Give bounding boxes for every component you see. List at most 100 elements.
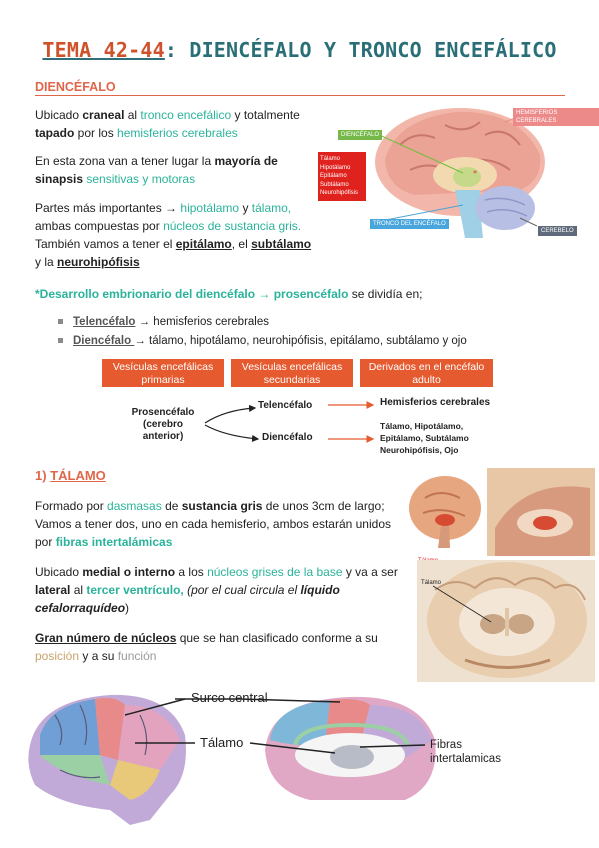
text-highlight: dasmasas bbox=[107, 499, 162, 513]
paragraph-formation: Formado por dasmasas de sustancia gris d… bbox=[35, 497, 391, 551]
text: En esta zona van a tener lugar la bbox=[35, 154, 215, 168]
label-tronco: TRONCO DEL ENCÉFALO bbox=[370, 219, 449, 229]
text-highlight: núcleos grises de la base bbox=[207, 565, 343, 579]
text: por los bbox=[74, 126, 118, 140]
bullet-term: Telencéfalo bbox=[73, 316, 136, 328]
text-bold-underline: epitálamo bbox=[175, 237, 232, 251]
text-bold: sinapsis bbox=[35, 172, 84, 186]
title-topic-name: : DIENCÉFALO Y TRONCO ENCEFÁLICO bbox=[164, 38, 557, 62]
text: (cerebro anterior) bbox=[142, 419, 184, 442]
text: intertalamicas bbox=[430, 753, 501, 765]
text: Partes más importantes → bbox=[35, 201, 181, 215]
text-bold: mayoría de bbox=[214, 154, 278, 168]
paragraph-location: Ubicado craneal al tronco encefálico y t… bbox=[35, 106, 300, 142]
thalamus-coronal-illustration bbox=[417, 560, 595, 682]
text-highlight: tronco encefálico bbox=[140, 108, 232, 122]
text: ) bbox=[125, 601, 130, 615]
label-cerebelo: CEREBELO bbox=[538, 226, 577, 236]
text: También vamos a tener el bbox=[35, 237, 176, 251]
text-bold-underline: neurohipófisis bbox=[57, 255, 140, 269]
paragraph-position: Ubicado medial o interno a los núcleos g… bbox=[35, 563, 398, 617]
text: primarias bbox=[141, 374, 185, 386]
text: a los bbox=[175, 565, 208, 579]
embryo-diencefalo: Diencéfalo bbox=[262, 432, 313, 443]
text: y bbox=[239, 201, 252, 215]
text: Formado por bbox=[35, 499, 108, 513]
list-item: Diencéfalo → tálamo, hipotálamo, neurohi… bbox=[58, 332, 467, 351]
text: adulto bbox=[412, 374, 441, 386]
label-hemisferios: HEMISFERIOS CEREBRALES bbox=[513, 108, 599, 126]
paragraph-nuclei: Gran número de núcleos que se han clasif… bbox=[35, 629, 378, 665]
text-highlight: sensitivas y motoras bbox=[83, 172, 196, 186]
text-bold: sustancia gris bbox=[181, 499, 263, 513]
text: por bbox=[35, 535, 56, 549]
section-heading-talamo: 1) TÁLAMO bbox=[35, 468, 106, 483]
svg-text:*: * bbox=[473, 169, 477, 178]
paragraph-parts: Partes más importantes → hipotálamo y tá… bbox=[35, 199, 311, 271]
text: Vamos a tener dos, uno en cada hemisferi… bbox=[35, 517, 391, 531]
text: que se han clasificado conforme a su bbox=[176, 631, 378, 645]
text: se dividía en; bbox=[348, 287, 423, 301]
text: y la bbox=[35, 255, 58, 269]
text-highlight: hipotálamo bbox=[180, 201, 240, 215]
text: , el bbox=[231, 237, 252, 251]
text-highlight: tálamo, bbox=[251, 201, 292, 215]
text: de unos 3cm de largo; bbox=[262, 499, 385, 513]
text: Vesículas encefálicas bbox=[112, 361, 214, 373]
bullet-text: → hemisferios cerebrales bbox=[135, 316, 269, 328]
paragraph-synapses: En esta zona van a tener lugar la mayorí… bbox=[35, 152, 278, 188]
section-heading-diencefalo: DIENCÉFALO bbox=[35, 80, 565, 96]
embryo-hemisferios: Hemisferios cerebrales bbox=[380, 397, 491, 408]
text-bold-underline: subtálamo bbox=[251, 237, 312, 251]
text-bold-underline: Gran número de núcleos bbox=[35, 631, 177, 645]
text-highlight: posición bbox=[35, 649, 80, 663]
text: ambas compuestas por bbox=[35, 219, 164, 233]
label-surco-central: Surco central bbox=[191, 690, 268, 705]
text-highlight: tercer ventrículo, bbox=[86, 583, 184, 597]
text-highlight: función bbox=[117, 649, 157, 663]
text-italic: (por el cual circula el bbox=[183, 583, 301, 597]
bullet-square-icon bbox=[58, 319, 63, 325]
text-highlight: fibras intertalámicas bbox=[55, 535, 173, 549]
bullet-list: Telencéfalo → hemisferios cerebrales Die… bbox=[58, 313, 467, 351]
text-bold-italic: líquido bbox=[300, 583, 340, 597]
text: al bbox=[70, 583, 87, 597]
brain-lateral-medial-illustration bbox=[28, 694, 436, 825]
text: Ubicado bbox=[35, 108, 83, 122]
text: Epitálamo bbox=[320, 173, 347, 179]
label-talamo-bottom: Tálamo bbox=[200, 735, 244, 750]
text: Subtálamo bbox=[320, 181, 349, 188]
text: secundarias bbox=[263, 374, 321, 386]
text-bold: lateral bbox=[35, 583, 71, 597]
text: Tálamo, Hipotálamo, bbox=[380, 421, 464, 431]
text: Hipotálamo bbox=[320, 164, 351, 171]
text: Derivados en el encéfalo bbox=[368, 361, 485, 373]
text: y a su bbox=[79, 649, 118, 663]
section-number: 1) bbox=[35, 468, 51, 483]
text: Ubicado bbox=[35, 565, 83, 579]
text: Epitálamo, Subtálamo bbox=[380, 433, 469, 443]
bullet-term: Diencéfalo bbox=[73, 335, 135, 347]
text-bold-italic: cefalorraquídeo bbox=[35, 601, 126, 615]
text-highlight: *Desarrollo embrionario del diencéfalo →… bbox=[35, 287, 349, 301]
text: al bbox=[124, 108, 141, 122]
image-label-talamo-black: Tálamo bbox=[421, 580, 442, 586]
text-highlight: núcleos de sustancia gris. bbox=[163, 219, 302, 233]
text: Tálamo bbox=[320, 156, 341, 162]
text: Vesículas encefálicas bbox=[241, 361, 343, 373]
label-diencefalo: DIENCÉFALO bbox=[338, 130, 383, 140]
text: de bbox=[161, 499, 182, 513]
embryo-telencefalo: Telencéfalo bbox=[258, 400, 313, 411]
section-title: TÁLAMO bbox=[50, 468, 106, 483]
text-bold: tapado bbox=[35, 126, 75, 140]
title-topic-number: TEMA 42-44 bbox=[42, 38, 165, 62]
text: Neurohipófisis bbox=[320, 190, 359, 196]
text-bold: craneal bbox=[82, 108, 125, 122]
paragraph-embryology: *Desarrollo embrionario del diencéfalo →… bbox=[35, 285, 422, 303]
